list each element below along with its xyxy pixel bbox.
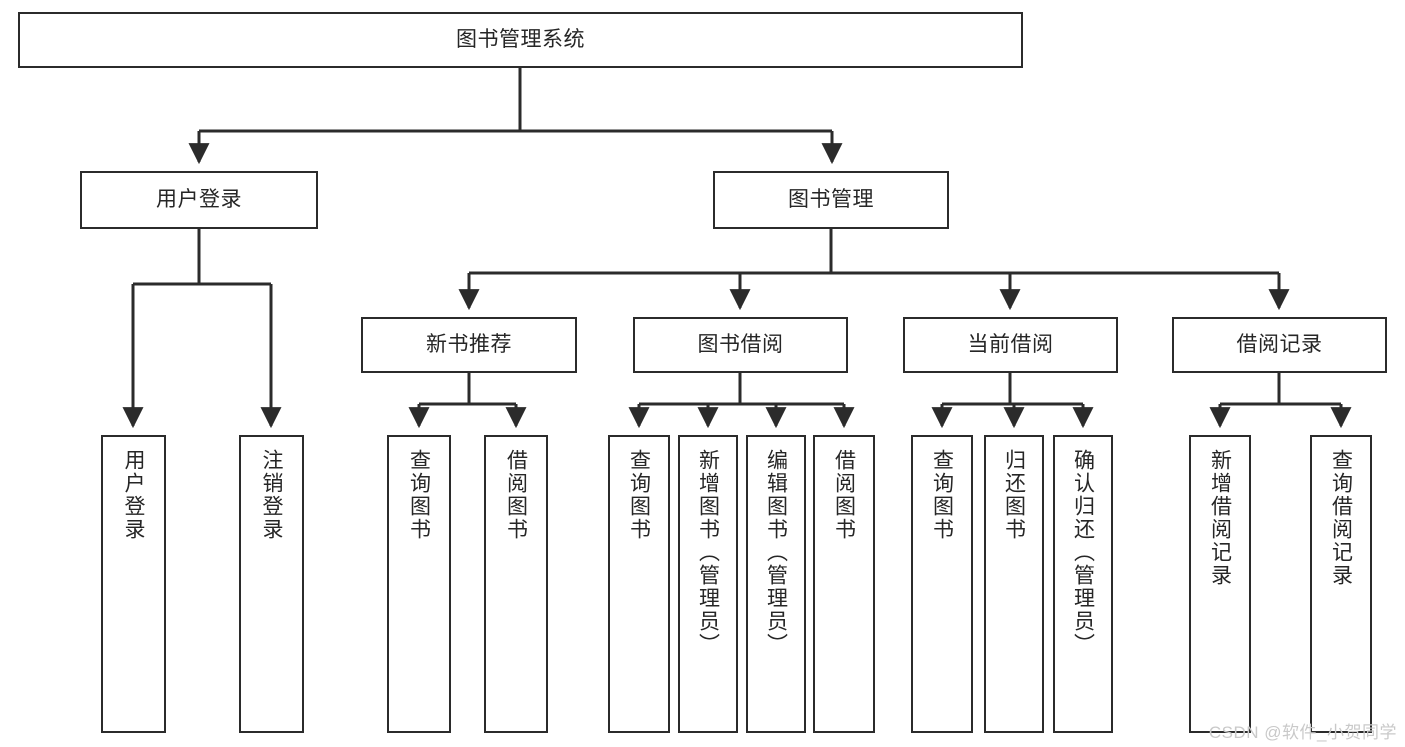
node-leaf-query-book-2-label: 查询图书 [627,449,651,541]
node-leaf-user-logout[interactable]: 注销登录 [239,435,304,733]
node-leaf-return-book[interactable]: 归还图书 [984,435,1044,733]
node-leaf-query-book-1-label: 查询图书 [407,449,431,541]
node-book-manage[interactable]: 图书管理 [713,171,949,229]
node-leaf-confirm-return-label: 确认归还（管理员） [1071,449,1095,656]
node-leaf-add-book-label: 新增图书（管理员） [696,449,720,656]
node-borrow-record-label: 借阅记录 [1236,333,1323,357]
node-root-label: 图书管理系统 [456,28,585,52]
node-leaf-add-book[interactable]: 新增图书（管理员） [678,435,738,733]
node-leaf-user-login[interactable]: 用户登录 [101,435,166,733]
node-user-login-label: 用户登录 [156,188,242,212]
node-leaf-query-book-1[interactable]: 查询图书 [387,435,451,733]
node-leaf-query-book-3-label: 查询图书 [930,449,954,541]
node-book-manage-label: 图书管理 [788,188,874,212]
node-leaf-confirm-return[interactable]: 确认归还（管理员） [1053,435,1113,733]
node-current-borrow-label: 当前借阅 [967,333,1054,357]
node-leaf-edit-book-label: 编辑图书（管理员） [764,449,788,656]
csdn-watermark: CSDN @软件_小贺同学 [1208,723,1397,742]
node-leaf-query-book-3[interactable]: 查询图书 [911,435,973,733]
node-borrow-record[interactable]: 借阅记录 [1172,317,1387,373]
node-leaf-query-record[interactable]: 查询借阅记录 [1310,435,1372,733]
node-leaf-borrow-book-1[interactable]: 借阅图书 [484,435,548,733]
node-new-book-rec[interactable]: 新书推荐 [361,317,577,373]
node-root[interactable]: 图书管理系统 [18,12,1023,68]
node-leaf-add-record[interactable]: 新增借阅记录 [1189,435,1251,733]
node-leaf-add-record-label: 新增借阅记录 [1208,449,1232,587]
node-leaf-user-login-label: 用户登录 [122,449,145,541]
node-book-borrow[interactable]: 图书借阅 [633,317,848,373]
node-leaf-borrow-book-2[interactable]: 借阅图书 [813,435,875,733]
node-current-borrow[interactable]: 当前借阅 [903,317,1118,373]
node-leaf-query-book-2[interactable]: 查询图书 [608,435,670,733]
node-user-login[interactable]: 用户登录 [80,171,318,229]
node-leaf-edit-book[interactable]: 编辑图书（管理员） [746,435,806,733]
node-leaf-user-logout-label: 注销登录 [260,449,283,541]
node-new-book-rec-label: 新书推荐 [426,333,512,357]
node-leaf-borrow-book-2-label: 借阅图书 [832,449,856,541]
node-book-borrow-label: 图书借阅 [697,333,784,357]
node-leaf-query-record-label: 查询借阅记录 [1329,449,1353,587]
node-leaf-borrow-book-1-label: 借阅图书 [504,449,528,541]
node-leaf-return-book-label: 归还图书 [1002,449,1026,541]
